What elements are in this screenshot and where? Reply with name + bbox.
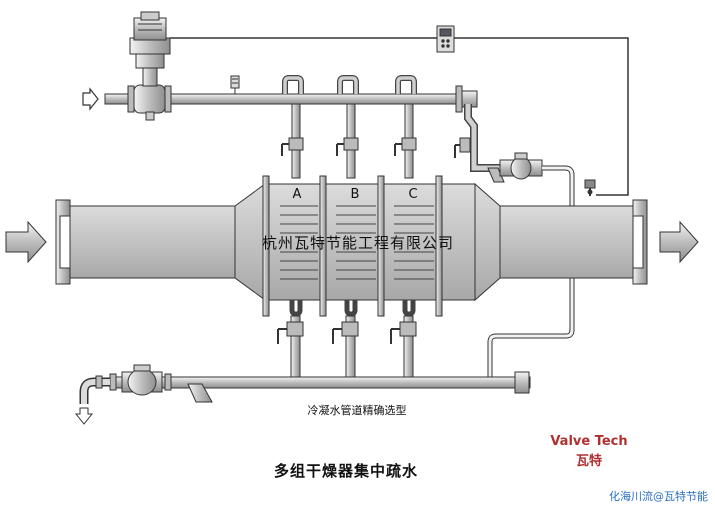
condensate-header	[109, 371, 531, 394]
drain-valves	[277, 321, 417, 344]
main-caption: 多组干燥器集中疏水	[274, 462, 418, 480]
steam-header	[104, 85, 478, 113]
steam-inlet-arrow-icon	[82, 87, 99, 111]
control-signal-line	[170, 37, 629, 196]
air-outlet-arrow-icon	[659, 220, 699, 264]
section-label-c: C	[408, 187, 417, 202]
drain-outlet-pipe	[79, 375, 110, 404]
coil-lines-b	[336, 205, 376, 280]
drain-downpipes	[289, 300, 416, 379]
section-label-a: A	[293, 187, 302, 202]
steam-downpipes	[282, 75, 417, 179]
pipe-sizing-caption: 冷凝水管道精确选型	[308, 403, 407, 417]
header-gauge	[230, 75, 240, 94]
section-label-b: B	[351, 187, 360, 202]
coil-lines-a	[280, 205, 318, 280]
control-valve	[129, 11, 171, 121]
temperature-sensor	[584, 179, 596, 196]
drain-outlet-arrow-icon	[74, 407, 94, 425]
main-steam-trap	[109, 364, 213, 403]
brand-en: Valve Tech	[550, 434, 627, 449]
upper-steam-trap	[487, 152, 575, 378]
header-branch	[454, 104, 505, 183]
controller-box	[436, 25, 455, 53]
section-flanges	[262, 175, 443, 317]
inlet-valves	[281, 137, 417, 156]
company-name: 杭州瓦特节能工程有限公司	[262, 234, 454, 252]
air-inlet-arrow-icon	[5, 220, 47, 264]
coil-lines-c	[394, 205, 434, 280]
footer-watermark: 化海川流@瓦特节能	[609, 489, 708, 503]
brand-cn: 瓦特	[576, 453, 602, 469]
